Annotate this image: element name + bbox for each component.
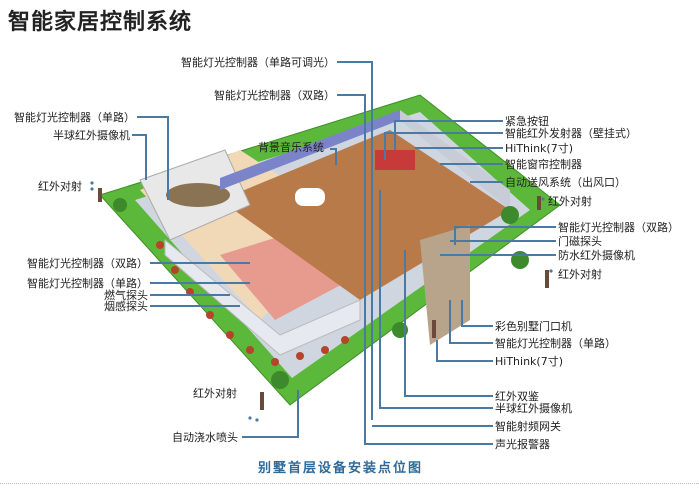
label-ir-transmitter: 智能红外发射器（壁挂式） — [505, 127, 637, 140]
label-door-sensor: 门磁探头 — [558, 235, 602, 248]
label-light-single: 智能灯光控制器（单路） — [14, 111, 135, 124]
label-bg-music: 背景音乐系统 — [258, 141, 324, 154]
label-gas-detector: 燃气探头 — [104, 289, 148, 302]
label-light-double-2: 智能灯光控制器（双路） — [27, 257, 148, 270]
sofa — [375, 150, 415, 170]
label-smoke-detector: 烟感探头 — [104, 300, 148, 313]
label-curtain: 智能窗帘控制器 — [505, 158, 582, 171]
label-ir-beam-2: 红外对射 — [193, 387, 237, 400]
label-light-double: 智能灯光控制器（双路） — [214, 89, 335, 102]
wall-front — [164, 238, 361, 356]
beam-dots — [90, 181, 553, 422]
label-hithink: HiThink(7寸) — [505, 142, 573, 155]
label-hithink-2: HiThink(7寸) — [495, 355, 563, 368]
label-ir-beam-3: 红外对射 — [548, 195, 592, 208]
wall-back — [220, 110, 400, 190]
label-light-single-3: 智能灯光控制器（单路） — [495, 337, 616, 350]
dining-table — [295, 188, 325, 206]
diagram-caption: 别墅首层设备安装点位图 — [258, 461, 424, 476]
label-light-dimmer: 智能灯光控制器（单路可调光） — [181, 56, 335, 69]
leader-lines — [132, 61, 556, 445]
label-light-double-3: 智能灯光控制器（双路） — [558, 221, 679, 234]
divider — [0, 483, 699, 484]
label-ventilation: 自动送风系统（出风口） — [505, 176, 626, 189]
label-siren: 声光报警器 — [495, 438, 550, 451]
label-ir-beam-4: 红外对射 — [558, 268, 602, 281]
label-dome-camera: 半球红外摄像机 — [53, 129, 130, 142]
car — [166, 183, 230, 207]
label-door-station: 彩色别墅门口机 — [495, 320, 572, 333]
flower-border — [156, 241, 349, 366]
label-light-single-2: 智能灯光控制器（单路） — [27, 277, 148, 290]
label-emergency-button: 紧急按钮 — [505, 115, 549, 128]
label-ir-beam: 红外对射 — [38, 180, 82, 193]
label-dual-detector: 红外双鉴 — [495, 390, 539, 403]
page-title: 智能家居控制系统 — [8, 10, 193, 35]
wall-right — [400, 110, 510, 210]
label-rf-gateway: 智能射频网关 — [495, 420, 561, 433]
label-sprinkler: 自动浇水喷头 — [172, 431, 238, 444]
label-dome-camera-2: 半球红外摄像机 — [495, 402, 572, 415]
label-waterproof-camera: 防水红外摄像机 — [558, 249, 635, 262]
beam-posts — [98, 188, 549, 410]
